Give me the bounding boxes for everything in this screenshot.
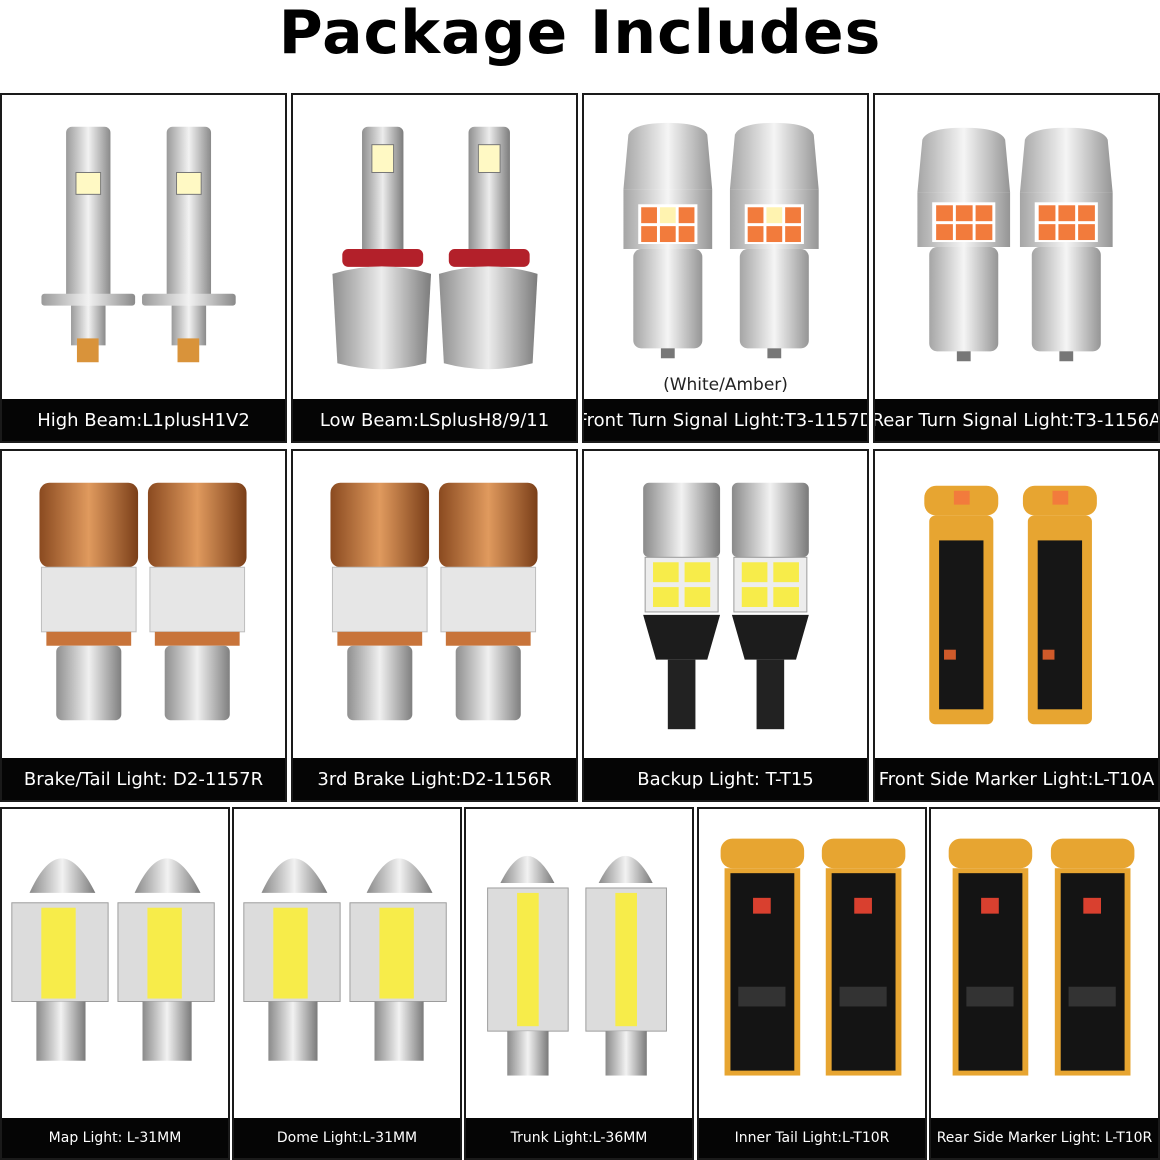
page-title: Package Includes: [278, 0, 882, 68]
product-label: Front Turn Signal Light:T3-1157D: [584, 399, 867, 441]
copper-brake-bulb-image: [2, 451, 285, 758]
copper-brake-bulb-image: [293, 451, 576, 758]
h1-bulb-image: [2, 95, 285, 399]
product-label: Trunk Light:L-36MM: [466, 1118, 692, 1158]
product-label: Backup Light: T-T15: [584, 758, 867, 800]
product-label: Inner Tail Light:L-T10R: [699, 1118, 925, 1158]
product-card-front-turn-signal: (White/Amber) Front Turn Signal Light:T3…: [582, 93, 869, 443]
color-note: (White/Amber): [663, 375, 788, 395]
product-label: Front Side Marker Light:L-T10A: [875, 758, 1158, 800]
product-label: Map Light: L-31MM: [2, 1118, 228, 1158]
product-card-high-beam: High Beam:L1plusH1V2: [0, 93, 287, 443]
product-card-brake-tail: Brake/Tail Light: D2-1157R: [0, 449, 287, 802]
product-card-low-beam: Low Beam:LSplusH8/9/11: [291, 93, 578, 443]
t15-bulb-image: [584, 451, 867, 758]
product-card-third-brake: 3rd Brake Light:D2-1156R: [291, 449, 578, 802]
h11-bulb-image: [293, 95, 576, 399]
product-card-backup: Backup Light: T-T15: [582, 449, 869, 802]
festoon-bulb-image: [466, 809, 692, 1118]
product-label: Low Beam:LSplusH8/9/11: [293, 399, 576, 441]
festoon-bulb-image: [2, 809, 228, 1118]
product-card-inner-tail: Inner Tail Light:L-T10R: [697, 807, 927, 1160]
product-label: Rear Side Marker Light: L-T10R: [931, 1118, 1158, 1158]
product-label: High Beam:L1plusH1V2: [2, 399, 285, 441]
festoon-bulb-image: [234, 809, 460, 1118]
t10-pcb-bulb-image: [699, 809, 925, 1118]
turn-signal-bulb-image: [584, 95, 867, 399]
product-card-rear-turn-signal: Rear Turn Signal Light:T3-1156A: [873, 93, 1160, 443]
product-label: Brake/Tail Light: D2-1157R: [2, 758, 285, 800]
product-card-map-light: Map Light: L-31MM: [0, 807, 230, 1160]
t10-pcb-bulb-image: [931, 809, 1158, 1118]
product-card-trunk-light: Trunk Light:L-36MM: [464, 807, 694, 1160]
product-label: 3rd Brake Light:D2-1156R: [293, 758, 576, 800]
product-card-rear-side-marker: Rear Side Marker Light: L-T10R: [929, 807, 1160, 1160]
t10-wedge-bulb-image: [875, 451, 1158, 758]
product-card-front-side-marker: Front Side Marker Light:L-T10A: [873, 449, 1160, 802]
product-label: Rear Turn Signal Light:T3-1156A: [875, 399, 1158, 441]
turn-signal-bulb-image: [875, 95, 1158, 399]
product-label: Dome Light:L-31MM: [234, 1118, 460, 1158]
product-card-dome-light: Dome Light:L-31MM: [232, 807, 462, 1160]
